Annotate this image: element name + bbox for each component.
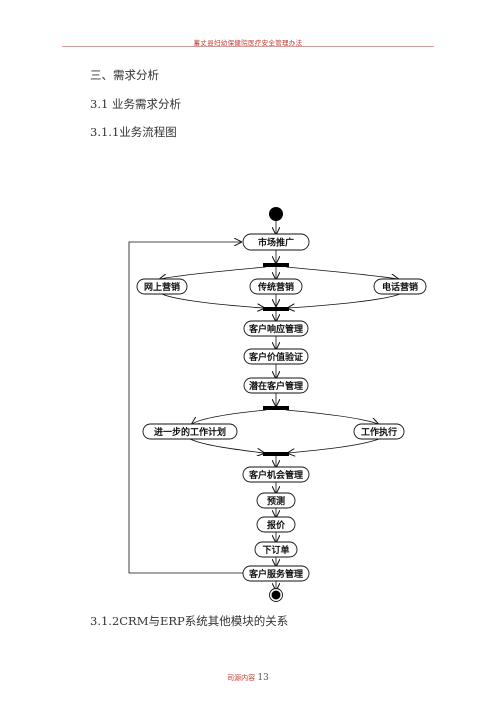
node-execute-label: 工作执行: [361, 426, 397, 438]
start-node: [269, 207, 283, 221]
next-section-heading: 3.1.2CRM与ERP系统其他模块的关系: [90, 614, 289, 628]
fork-bar: [263, 263, 289, 267]
header-rule: [62, 46, 434, 47]
node-value-label: 客户价值验证: [248, 351, 303, 363]
feedback-loop: [128, 242, 243, 574]
node-quote: 报价: [256, 516, 296, 533]
page-footer: 司源内容 13: [0, 673, 496, 683]
node-online: 网上营销: [136, 278, 188, 295]
node-opportunity: 客户机会管理: [242, 466, 310, 483]
footer-label: 司源内容: [227, 674, 256, 682]
node-service: 客户服务管理: [242, 565, 310, 582]
node-phone-label: 电话营销: [382, 281, 418, 293]
node-order-label: 下订单: [262, 544, 289, 556]
node-opportunity-label: 客户机会管理: [248, 469, 303, 481]
node-value: 客户价值验证: [243, 348, 309, 365]
subsection-heading: 3.1 业务需求分析: [90, 97, 181, 111]
node-service-label: 客户服务管理: [248, 568, 303, 580]
node-execute: 工作执行: [353, 423, 405, 440]
end-node: [269, 588, 283, 602]
node-plan-label: 进一步的工作计划: [154, 426, 226, 438]
node-forecast: 预测: [256, 492, 296, 509]
node-forecast-label: 预测: [267, 495, 285, 507]
node-market-label: 市场推广: [258, 237, 294, 249]
section-heading: 三、需求分析: [90, 68, 159, 82]
join-bar: [263, 307, 289, 311]
node-market: 市场推广: [242, 233, 310, 251]
node-response-label: 客户响应管理: [248, 323, 303, 335]
node-phone: 电话营销: [373, 278, 427, 295]
node-response: 客户响应管理: [243, 320, 309, 337]
page-number: 13: [257, 673, 269, 683]
node-traditional-label: 传统营销: [257, 281, 294, 293]
node-potential-label: 潜在客户管理: [249, 380, 303, 392]
fork-bar: [263, 406, 289, 410]
flowchart-heading: 3.1.1业务流程图: [90, 125, 177, 139]
node-potential: 潜在客户管理: [243, 377, 309, 394]
node-order: 下订单: [254, 541, 298, 558]
node-plan: 进一步的工作计划: [142, 423, 238, 440]
join-bar: [263, 452, 289, 456]
node-quote-label: 报价: [267, 519, 286, 531]
node-traditional: 传统营销: [249, 278, 303, 295]
node-online-label: 网上营销: [144, 281, 180, 293]
page-header: 蓄丈县妇幼保健院医疗安全管理办法: [193, 39, 303, 47]
